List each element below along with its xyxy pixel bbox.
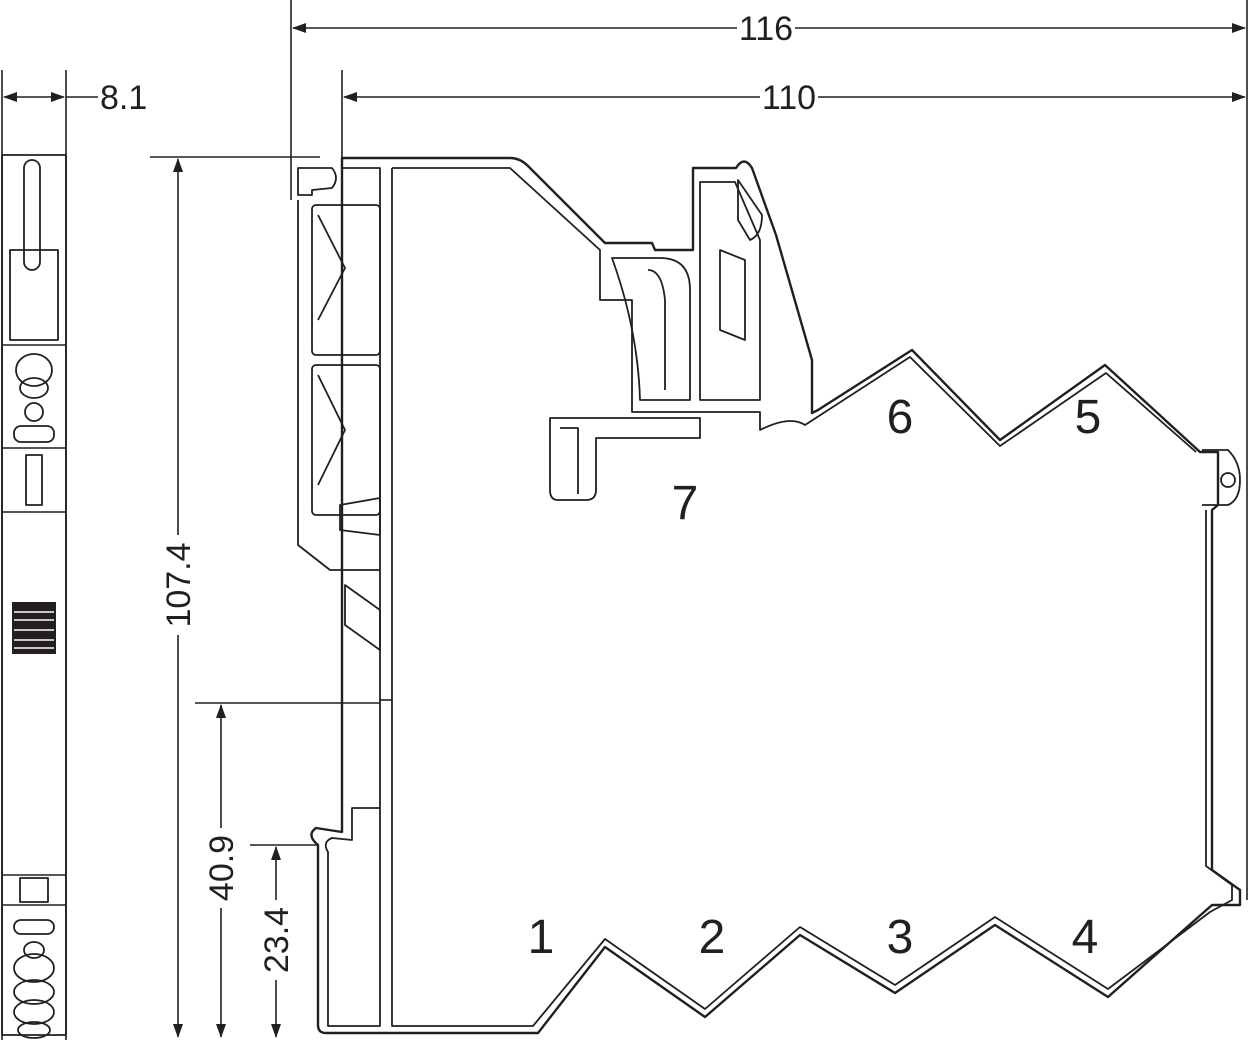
terminal-labels: 1 2 3 4 5 6 7 xyxy=(528,391,1102,964)
terminal-2-label: 2 xyxy=(699,911,726,964)
dim-rail-height: 40.9 xyxy=(203,835,241,901)
dim-module-thickness: 8.1 xyxy=(100,79,147,117)
terminal-4-label: 4 xyxy=(1072,911,1099,964)
dim-housing-width: 110 xyxy=(762,79,816,117)
dimension-lines xyxy=(3,0,1248,1038)
terminal-7-label: 7 xyxy=(672,477,699,530)
side-view xyxy=(1,70,67,1040)
dim-overall-width: 116 xyxy=(739,10,793,48)
dim-lower-height: 23.4 xyxy=(258,907,296,973)
dim-overall-height: 107.4 xyxy=(160,542,198,627)
terminal-6-label: 6 xyxy=(887,391,914,444)
terminal-5-label: 5 xyxy=(1075,391,1102,444)
dimension-labels: 116 110 8.1 107.4 40.9 23.4 xyxy=(100,10,818,980)
din-clip xyxy=(1202,449,1241,506)
housing-outline xyxy=(297,156,1242,1035)
terminal-3-label: 3 xyxy=(887,911,914,964)
terminal-1-label: 1 xyxy=(528,911,555,964)
